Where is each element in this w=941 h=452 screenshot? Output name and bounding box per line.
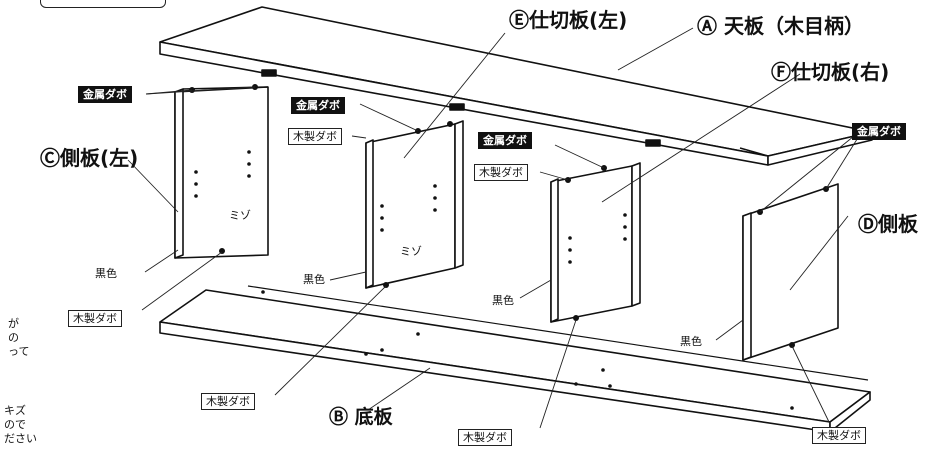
tag-metal-dowel-3: 金属ダボ — [478, 132, 532, 149]
label-side-board-left: Ⓒ側板(左) — [40, 146, 139, 170]
tag-metal-dowel-4: 金属ダボ — [852, 123, 906, 140]
panel-holes — [194, 150, 794, 410]
label-groove-1: ミゾ — [229, 209, 251, 222]
header-tab-outline — [40, 0, 166, 8]
top-board-fittings — [261, 69, 661, 147]
label-groove-2: ミゾ — [400, 245, 422, 258]
label-side-board-right: Ⓓ側板 — [858, 212, 918, 236]
label-top-board: Ⓐ 天板（木目柄） — [697, 14, 864, 38]
tag-wood-dowel-1: 木製ダボ — [288, 128, 342, 145]
side-board-left — [174, 86, 269, 259]
label-black-3: 黒色 — [492, 294, 514, 307]
label-partition-left: Ⓔ仕切板(左) — [509, 8, 628, 32]
edge-text-1: が の って — [8, 317, 30, 358]
tag-wood-dowel-3: 木製ダボ — [68, 310, 122, 327]
tag-wood-dowel-6: 木製ダボ — [812, 427, 866, 444]
edge-text-2: キズ ので ださい — [4, 404, 37, 445]
tag-wood-dowel-4: 木製ダボ — [201, 393, 255, 410]
side-board-right — [742, 183, 839, 361]
tag-metal-dowel-2: 金属ダボ — [291, 97, 345, 114]
label-black-1: 黒色 — [95, 267, 117, 280]
tag-wood-dowel-2: 木製ダボ — [474, 164, 528, 181]
partition-left — [365, 120, 464, 289]
label-black-2: 黒色 — [303, 273, 325, 286]
tag-wood-dowel-5: 木製ダボ — [458, 429, 512, 446]
partition-right — [550, 162, 641, 323]
label-bottom-board: Ⓑ 底板 — [329, 406, 393, 428]
label-partition-right: Ⓕ仕切板(右) — [771, 60, 890, 84]
tag-metal-dowel-1: 金属ダボ — [78, 86, 132, 103]
label-black-4: 黒色 — [680, 335, 702, 348]
